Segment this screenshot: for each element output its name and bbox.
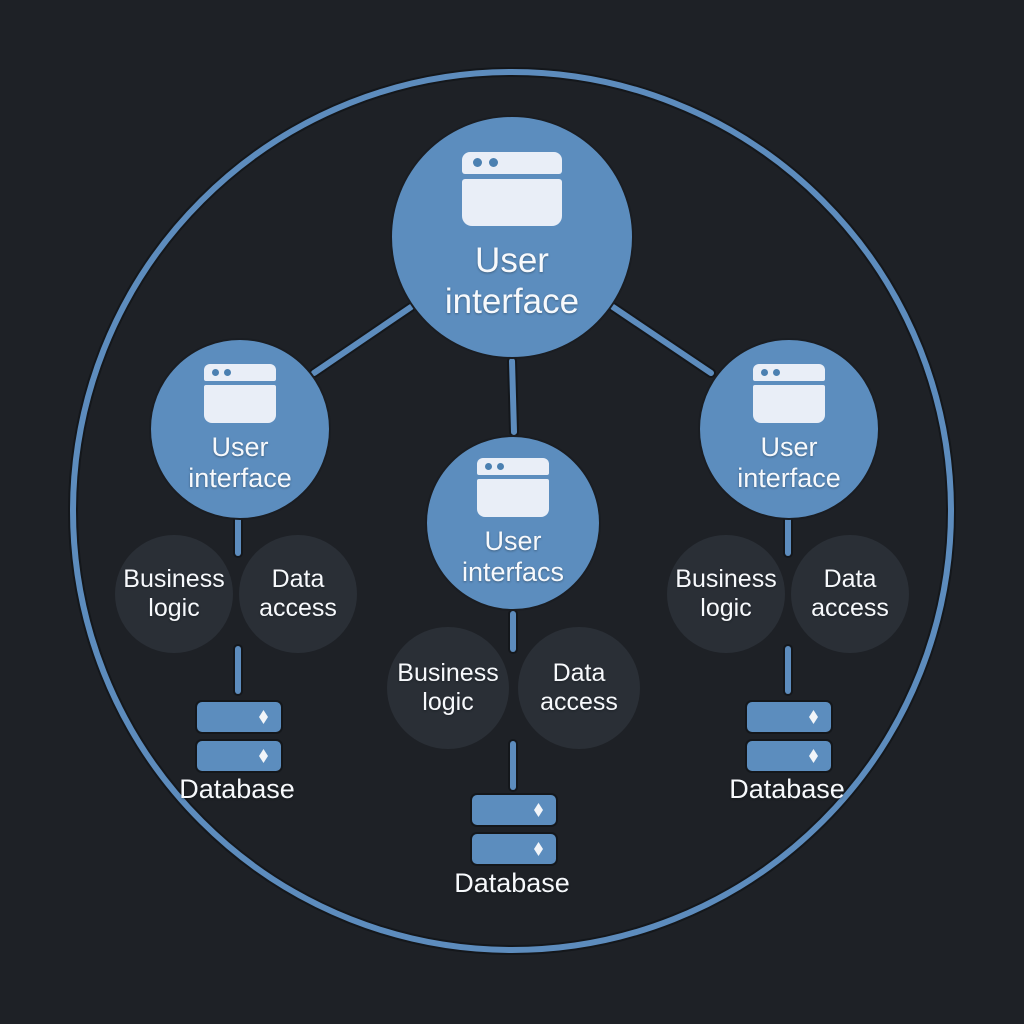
node-data-access-middle: Data access (518, 627, 640, 749)
node-label: User interfacs (461, 525, 565, 587)
database-icon (470, 793, 558, 866)
node-data-access-left: Data access (239, 535, 357, 653)
node-label: Business logic (675, 565, 777, 622)
database-disk (470, 832, 558, 866)
connector-top-to-right-ui (610, 304, 714, 376)
database-icon (195, 700, 283, 773)
node-data-access-right: Data access (791, 535, 909, 653)
window-dot-icon (473, 158, 482, 168)
browser-window-icon (204, 363, 276, 423)
window-dot-icon (224, 368, 231, 376)
node-label: User interface (444, 240, 580, 321)
node-user-interface-right: User interface (698, 338, 880, 520)
browser-window-icon (462, 151, 562, 226)
window-dot-icon (212, 368, 219, 376)
diamond-icon (534, 842, 543, 856)
diamond-icon (259, 710, 268, 724)
diamond-icon (809, 710, 818, 724)
browser-window-icon (753, 363, 825, 423)
connector-top-to-left-ui (311, 304, 414, 376)
database-disk (195, 739, 283, 773)
database-label: Database (729, 774, 845, 804)
database-disk (745, 739, 833, 773)
connector-top-to-middle-ui (509, 358, 517, 435)
diamond-icon (259, 749, 268, 763)
window-dot-icon (489, 158, 498, 168)
node-label: User interface (737, 431, 841, 493)
browser-window-titlebar (462, 151, 562, 174)
node-label: Data access (259, 565, 337, 622)
database-disk (745, 700, 833, 734)
node-user-interface-middle: User interfacs (425, 435, 601, 611)
node-business-logic-middle: Business logic (387, 627, 509, 749)
node-business-logic-right: Business logic (667, 535, 785, 653)
database-icon (745, 700, 833, 773)
outer-boundary-ring (70, 69, 954, 953)
browser-window-body (753, 384, 825, 423)
node-label: User interface (188, 431, 292, 493)
browser-window-body (477, 478, 549, 517)
node-label: Data access (540, 659, 618, 716)
diamond-icon (534, 803, 543, 817)
node-label: Business logic (397, 659, 499, 716)
browser-window-body (462, 178, 562, 226)
browser-window-titlebar (204, 363, 276, 381)
browser-window-body (204, 384, 276, 423)
browser-window-titlebar (753, 363, 825, 381)
node-user-interface-left: User interface (149, 338, 331, 520)
database-label: Database (179, 774, 295, 804)
database-disk (470, 793, 558, 827)
node-business-logic-left: Business logic (115, 535, 233, 653)
browser-window-titlebar (477, 457, 549, 475)
window-dot-icon (497, 462, 504, 470)
window-dot-icon (773, 368, 780, 376)
window-dot-icon (761, 368, 768, 376)
database-disk (195, 700, 283, 734)
database-label: Database (454, 868, 570, 898)
node-label: Data access (811, 565, 889, 622)
diamond-icon (809, 749, 818, 763)
browser-window-icon (477, 457, 549, 517)
node-user-interface-top: User interface (390, 115, 634, 359)
window-dot-icon (485, 462, 492, 470)
node-label: Business logic (123, 565, 225, 622)
